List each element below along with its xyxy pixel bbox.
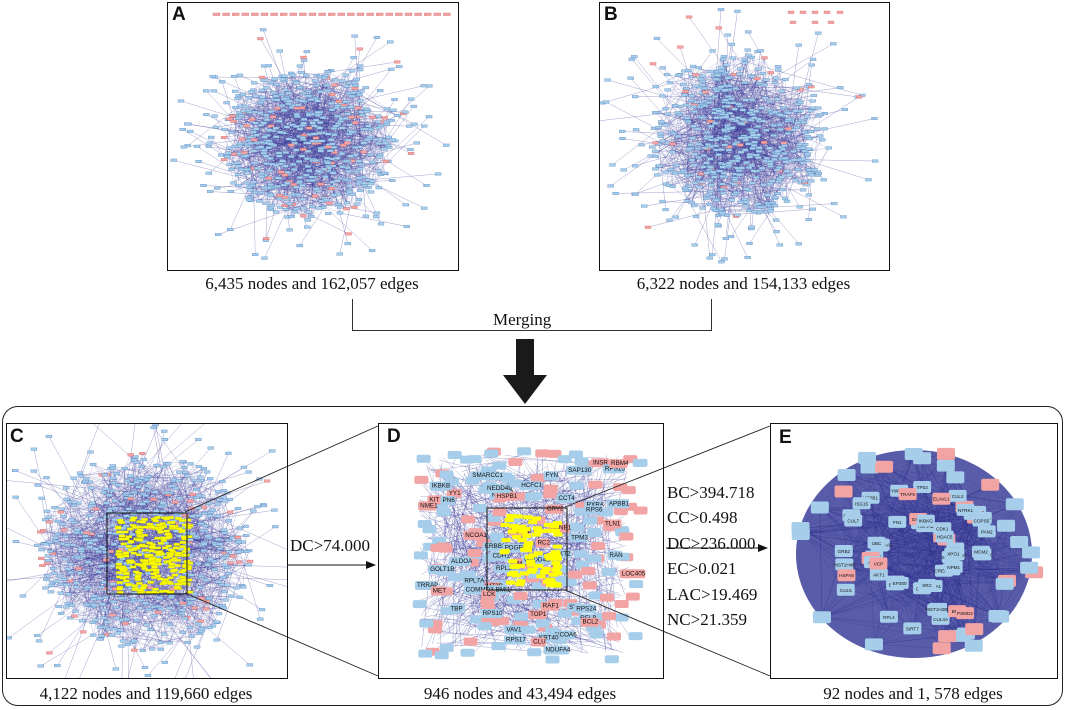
zoom-box-c [106,512,188,595]
panel-e-caption: 92 nodes and 1, 578 edges [823,684,1003,703]
panel-d-caption: 946 nodes and 43,494 edges [423,684,617,703]
network-b-graph [600,8,879,264]
criterion-lac: LAC>19.469 [667,584,758,604]
panel-c-label: C [10,426,24,447]
down-arrow-icon [503,339,547,404]
isolated-nodes-row [787,10,844,24]
bottom-workflow-frame [2,406,1063,706]
network-nodes [170,28,450,260]
criterion-nc: NC>21.359 [667,610,747,630]
criterion-cc: CC>0.498 [667,508,738,528]
panel-e-label: E [779,427,792,448]
panel-e: HIST1H3ARPA2RELACDK2HSPA5ESR1CUL3HDAC5AR… [770,423,1058,679]
panel-b-caption: 6,322 nodes and 154,133 edges [636,274,851,293]
panel-d-label: D [387,426,401,447]
network-a-graph [170,12,451,260]
network-edges [600,9,876,262]
criterion-bc: BC>394.718 [667,483,755,502]
panel-a: A [167,2,459,271]
network-c-graph [7,424,287,678]
panel-a-caption: 6,435 nodes and 162,057 edges [205,274,419,293]
merging-connector [352,299,712,331]
panel-b: B [599,2,890,271]
network-d-graph: TRRAPDNMT3BNCOA1NCOA6YY1CCNB1TLN1RPS17RP… [412,447,648,664]
isolated-nodes-row [212,12,451,16]
zoom-box-d [486,507,568,591]
criterion-dc: DC>236.000 [667,533,756,553]
panel-b-label: B [604,4,618,25]
panel-a-label: A [172,4,186,25]
merging-label: Merging [493,310,552,329]
panel-c-caption: 4,122 nodes and 119,660 edges [39,684,253,703]
panel-d: TRRAPDNMT3BNCOA1NCOA6YY1CCNB1TLN1RPS17RP… [378,423,664,679]
network-e-graph: HIST1H3ARPA2RELACDK2HSPA5ESR1CUL3HDAC5AR… [791,447,1044,658]
highlighted-core-nodes [499,514,563,588]
filter-d-to-e-criteria: BC>394.718 CC>0.498 DC>236.000 EC>0.021 … [667,480,757,632]
panel-c: C [6,423,288,679]
network-nodes: HIST1H3ARPA2RELACDK2HSPA5ESR1CUL3HDAC5AR… [791,447,1044,655]
criterion-ec: EC>0.021 [667,559,737,579]
network-nodes [600,8,879,264]
filter-c-to-d-label: DC>74.000 [290,536,370,555]
